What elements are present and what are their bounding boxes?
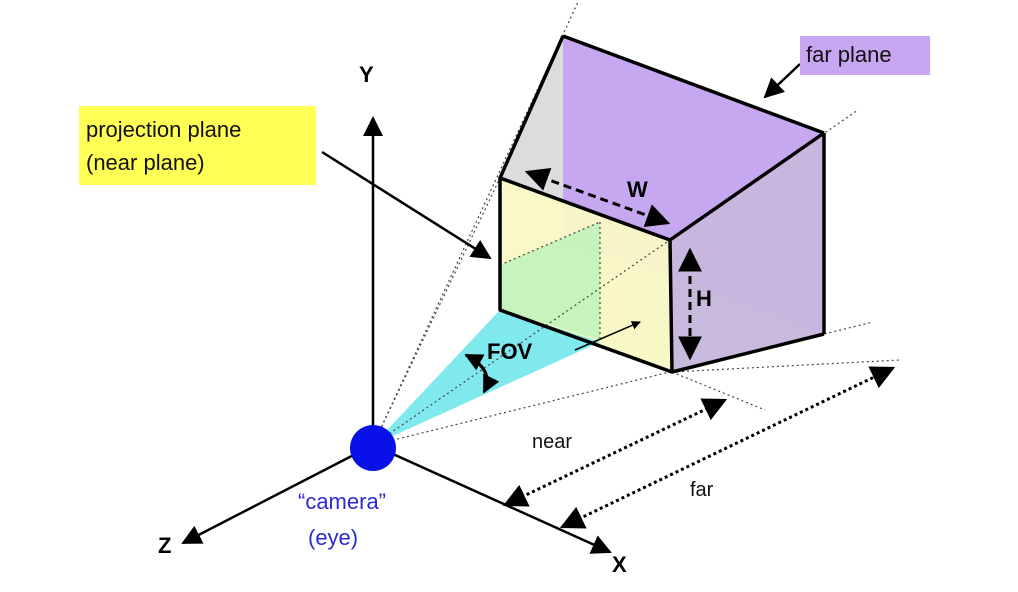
far-plane-pointer xyxy=(763,63,801,99)
pointer-arrows xyxy=(321,63,801,351)
z-axis-label: Z xyxy=(158,533,171,558)
camera-dot xyxy=(350,425,396,471)
axes xyxy=(181,116,612,554)
camera-label: “camera” xyxy=(298,489,386,514)
frustum-right-face xyxy=(670,133,824,372)
x-axis xyxy=(372,443,612,554)
far-plane-label-box xyxy=(800,36,930,75)
dimension-arrows xyxy=(524,168,702,361)
width-arrow xyxy=(524,168,671,227)
distance-arrows xyxy=(502,366,896,529)
far-label: far xyxy=(690,479,714,501)
far-plane-label: far plane xyxy=(806,42,892,67)
far-arrow xyxy=(559,366,896,529)
eye-label: (eye) xyxy=(308,525,358,550)
width-label: W xyxy=(627,177,648,202)
near-plane-label: (near plane) xyxy=(86,150,205,175)
fov-angle-arrow xyxy=(464,353,500,394)
projection-plane-label: projection plane xyxy=(86,117,241,142)
y-axis-label: Y xyxy=(359,62,374,87)
x-axis-label: X xyxy=(612,552,627,577)
projection-plane-pointer xyxy=(321,150,492,260)
height-label: H xyxy=(696,286,712,311)
fov-label: FOV xyxy=(487,339,533,364)
fov-floor xyxy=(500,222,600,340)
near-label: near xyxy=(532,431,572,453)
view-direction-arrow xyxy=(574,321,641,351)
z-axis xyxy=(181,443,374,545)
projection-plane-label-box xyxy=(79,106,316,185)
